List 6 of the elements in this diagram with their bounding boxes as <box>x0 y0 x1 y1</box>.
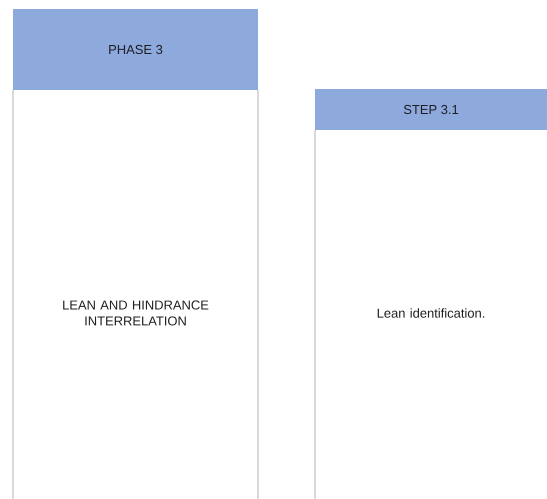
header-bar: PHASE 3 <box>13 9 258 90</box>
phase-column <box>314 89 547 499</box>
header-bar: STEP 3.1 <box>315 89 547 130</box>
column-text: LEAN AND HINDRANCE INTERRELATION <box>63 300 208 326</box>
phase-column <box>12 9 258 499</box>
column-text: Lean identification. <box>378 308 484 318</box>
